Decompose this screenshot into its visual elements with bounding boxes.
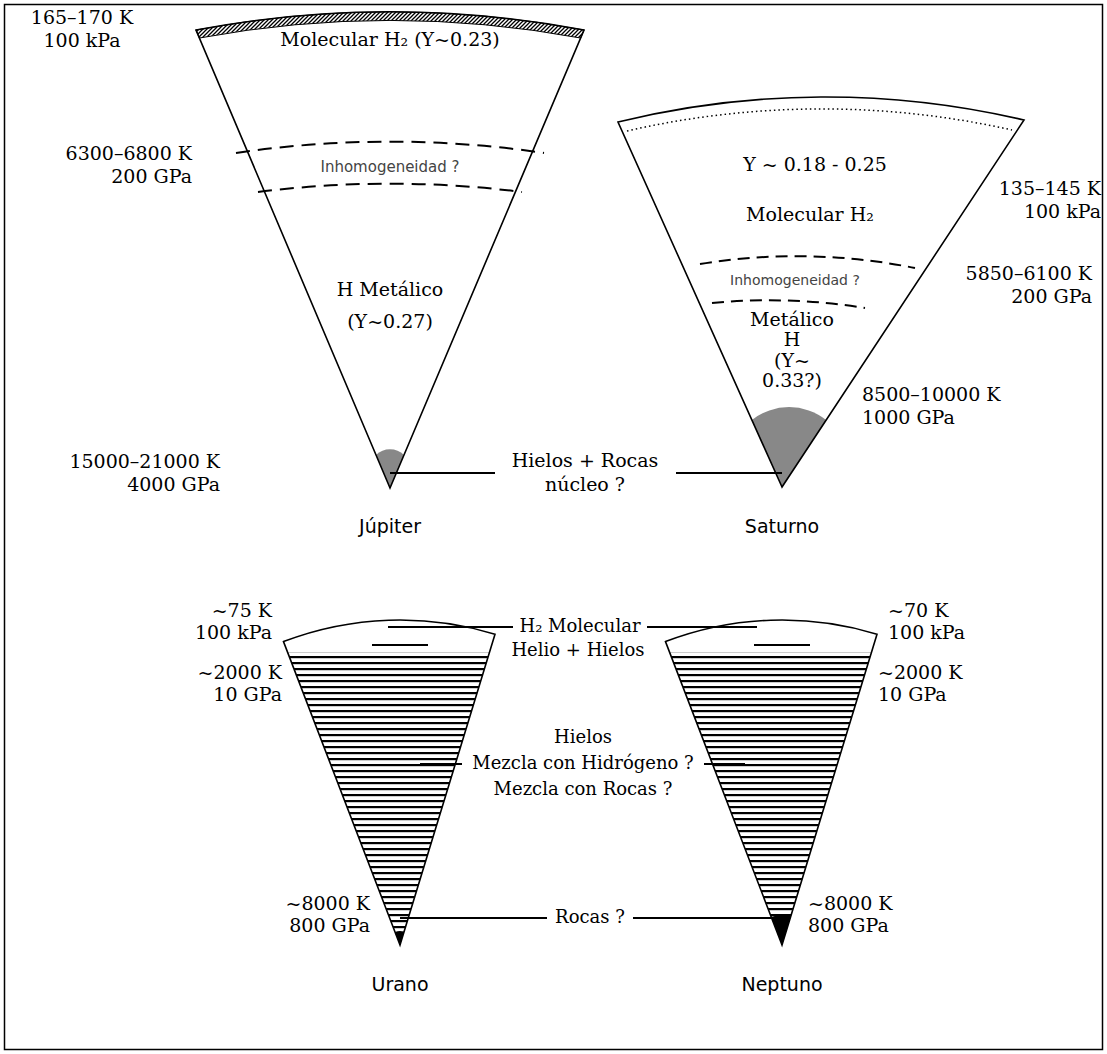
layer-label: Mezcla con Hidrógeno ? bbox=[472, 753, 693, 774]
condition-label: 6300–6800 K bbox=[66, 143, 192, 165]
cloud-layer-dotted-arc bbox=[627, 109, 1012, 131]
condition-label: 100 kPa bbox=[195, 622, 272, 644]
condition-label: 800 GPa bbox=[289, 915, 370, 937]
condition-label: 200 GPa bbox=[111, 166, 192, 188]
core-label: núcleo ? bbox=[545, 474, 625, 496]
boundary-label: Inhomogeneidad ? bbox=[320, 159, 459, 176]
condition-label: 100 kPa bbox=[888, 622, 965, 644]
condition-label: ~75 K bbox=[212, 600, 272, 622]
condition-label: 4000 GPa bbox=[127, 474, 220, 496]
layer-label: Hielos bbox=[554, 727, 612, 748]
boundary-dashed-arc bbox=[712, 300, 865, 308]
ice-layer-hatching bbox=[372, 644, 428, 646]
condition-label: 10 GPa bbox=[878, 684, 947, 706]
condition-label: ~2000 K bbox=[197, 662, 282, 684]
figure-frame bbox=[5, 5, 1103, 1050]
ice-layer-hatching bbox=[754, 644, 810, 646]
planet-wedge bbox=[284, 620, 496, 945]
planet-wedge bbox=[196, 12, 584, 488]
condition-label: ~8000 K bbox=[285, 893, 370, 915]
core-label: Rocas ? bbox=[555, 907, 625, 928]
ice-layer-hatching bbox=[270, 652, 510, 952]
layer-label: Molecular H₂ bbox=[746, 204, 874, 226]
layer-label: H Metálico bbox=[337, 279, 444, 301]
layer-label: Metálico bbox=[750, 309, 834, 331]
planet-wedge bbox=[618, 97, 1024, 487]
layer-label: Y ~ 0.18 - 0.25 bbox=[743, 154, 887, 176]
layer-label: H bbox=[784, 329, 801, 351]
condition-label: ~8000 K bbox=[808, 893, 893, 915]
planet-name: Saturno bbox=[745, 516, 819, 538]
ice-layer-hatching bbox=[652, 652, 892, 952]
condition-label: 15000–21000 K bbox=[69, 451, 220, 473]
condition-label: ~2000 K bbox=[878, 662, 963, 684]
layer-label: Molecular H₂ (Y~0.23) bbox=[280, 29, 499, 51]
condition-label: 10 GPa bbox=[213, 684, 282, 706]
planet-name: Neptuno bbox=[741, 974, 822, 996]
layer-label: Helio + Hielos bbox=[511, 640, 644, 661]
condition-label: 5850–6100 K bbox=[966, 263, 1092, 285]
condition-label: 8500–10000 K bbox=[862, 384, 1001, 406]
planet-name: Urano bbox=[371, 974, 428, 996]
layer-label: (Y~0.27) bbox=[347, 311, 433, 333]
condition-label: ~70 K bbox=[888, 600, 948, 622]
boundary-dashed-arc bbox=[236, 142, 544, 153]
layer-label: H₂ Molecular bbox=[519, 616, 640, 637]
condition-label: 100 kPa bbox=[1024, 201, 1101, 223]
core-label: Hielos + Rocas bbox=[512, 450, 659, 472]
condition-label: 135–145 K bbox=[999, 178, 1101, 200]
boundary-dashed-arc bbox=[700, 256, 915, 268]
condition-label: 800 GPa bbox=[808, 915, 889, 937]
planet-name: Júpiter bbox=[359, 516, 421, 538]
condition-label: 1000 GPa bbox=[862, 407, 955, 429]
boundary-dashed-arc bbox=[258, 184, 522, 192]
core-region bbox=[376, 449, 404, 488]
layer-label: (Y~ bbox=[774, 350, 810, 372]
condition-label: 200 GPa bbox=[1011, 286, 1092, 308]
layer-label: Mezcla con Rocas ? bbox=[494, 779, 673, 800]
condition-label: 165–170 K bbox=[31, 7, 133, 29]
layer-label: 0.33?) bbox=[762, 370, 822, 392]
boundary-label: Inhomogeneidad ? bbox=[730, 272, 860, 288]
condition-label: 100 kPa bbox=[43, 30, 120, 52]
